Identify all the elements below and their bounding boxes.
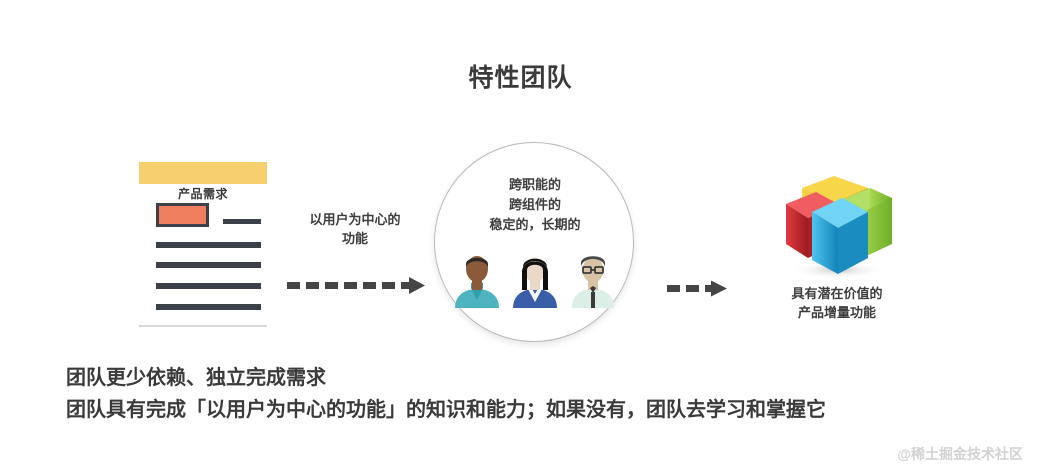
team-attribute-line-1: 跨职能的 xyxy=(508,177,561,192)
team-attributes-text: 跨职能的 跨组件的 稳定的，长期的 xyxy=(435,175,635,235)
avatar-person-3 xyxy=(569,250,617,308)
bottom-notes: 团队更少依赖、独立完成需求 团队具有完成「以用户为中心的功能」的知识和能力；如果… xyxy=(66,362,1006,426)
note-line-1: 团队更少依赖、独立完成需求 xyxy=(66,367,326,389)
document-text-line xyxy=(156,304,261,310)
document-footer-rule xyxy=(139,325,267,327)
dashed-arrow-right-icon xyxy=(287,276,427,301)
product-requirement-document: 产品需求 xyxy=(139,162,267,334)
avatar-person-2 xyxy=(511,250,559,308)
document-image-placeholder xyxy=(156,203,209,227)
flow-label-line-2: 功能 xyxy=(341,231,368,246)
team-attribute-line-3: 稳定的，长期的 xyxy=(489,217,581,232)
page-title: 特性团队 xyxy=(468,64,573,92)
document-short-text-line xyxy=(223,219,261,224)
flow-label-line-1: 以用户为中心的 xyxy=(309,212,401,227)
document-title: 产品需求 xyxy=(177,187,228,201)
glasses-icon xyxy=(582,266,604,274)
avatar-person-1 xyxy=(453,250,501,308)
document-header-bar xyxy=(139,162,267,184)
outcome-label-line-2: 产品增量功能 xyxy=(797,305,876,320)
document-text-line xyxy=(156,262,261,268)
team-attribute-line-2: 跨组件的 xyxy=(508,197,561,212)
document-text-line xyxy=(156,242,261,248)
document-text-line xyxy=(156,283,261,289)
outcome-label-line-1: 具有潜在价值的 xyxy=(791,286,883,301)
flow-label-user-centered-feature: 以用户为中心的 功能 xyxy=(285,210,425,248)
watermark: @稀土掘金技术社区 xyxy=(897,446,1023,462)
dashed-arrow-right-icon xyxy=(667,280,729,303)
outcome-label: 具有潜在价值的 产品增量功能 xyxy=(762,284,912,322)
colored-cube-icon xyxy=(772,172,902,282)
team-avatars xyxy=(453,246,617,308)
feature-team-circle: 跨职能的 跨组件的 稳定的，长期的 xyxy=(434,142,634,342)
note-line-2: 团队具有完成「以用户为中心的功能」的知识和能力；如果没有，团队去学习和掌握它 xyxy=(66,399,826,421)
